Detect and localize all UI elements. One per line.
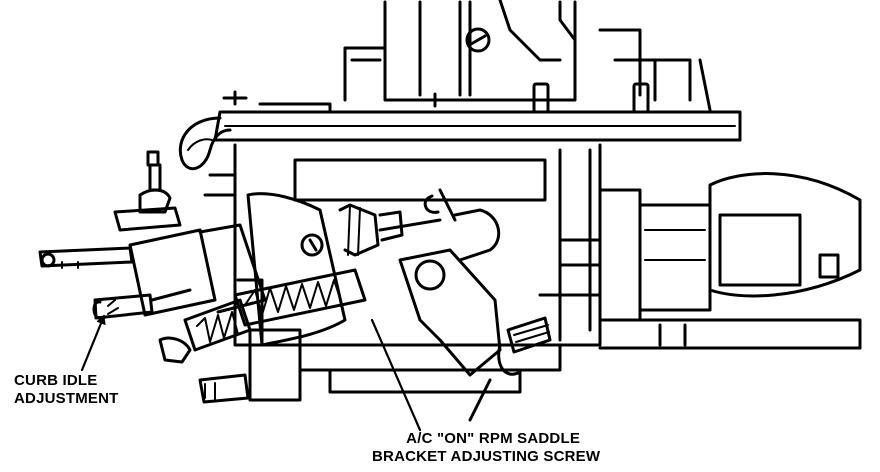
choke-tower <box>343 0 712 112</box>
lower-tubes <box>158 336 250 404</box>
curb-idle-adjustment-label: CURB IDLE ADJUSTMENT <box>14 372 119 408</box>
return-spring <box>183 268 367 352</box>
vent-tube <box>178 116 232 171</box>
ac-label-line1: A/C "ON" RPM SADDLE <box>406 430 581 447</box>
leader-lines <box>80 314 422 432</box>
main-body <box>203 143 602 402</box>
throttle-positioner <box>128 192 404 347</box>
right-housing <box>558 172 862 322</box>
throttle-lever <box>378 188 502 377</box>
ac-saddle-bracket-label: A/C "ON" RPM SADDLE BRACKET ADJUSTING SC… <box>372 430 600 466</box>
curb-idle-label-line2: ADJUSTMENT <box>14 390 119 407</box>
fuel-lines <box>538 293 862 350</box>
curb-idle-screw <box>38 150 192 320</box>
ac-label-line2: BRACKET ADJUSTING SCREW <box>372 448 601 465</box>
cover-screws <box>222 82 650 114</box>
cover-plate <box>213 102 742 142</box>
ac-saddle-screw <box>468 316 552 422</box>
curb-idle-label-line1: CURB IDLE <box>14 372 98 389</box>
